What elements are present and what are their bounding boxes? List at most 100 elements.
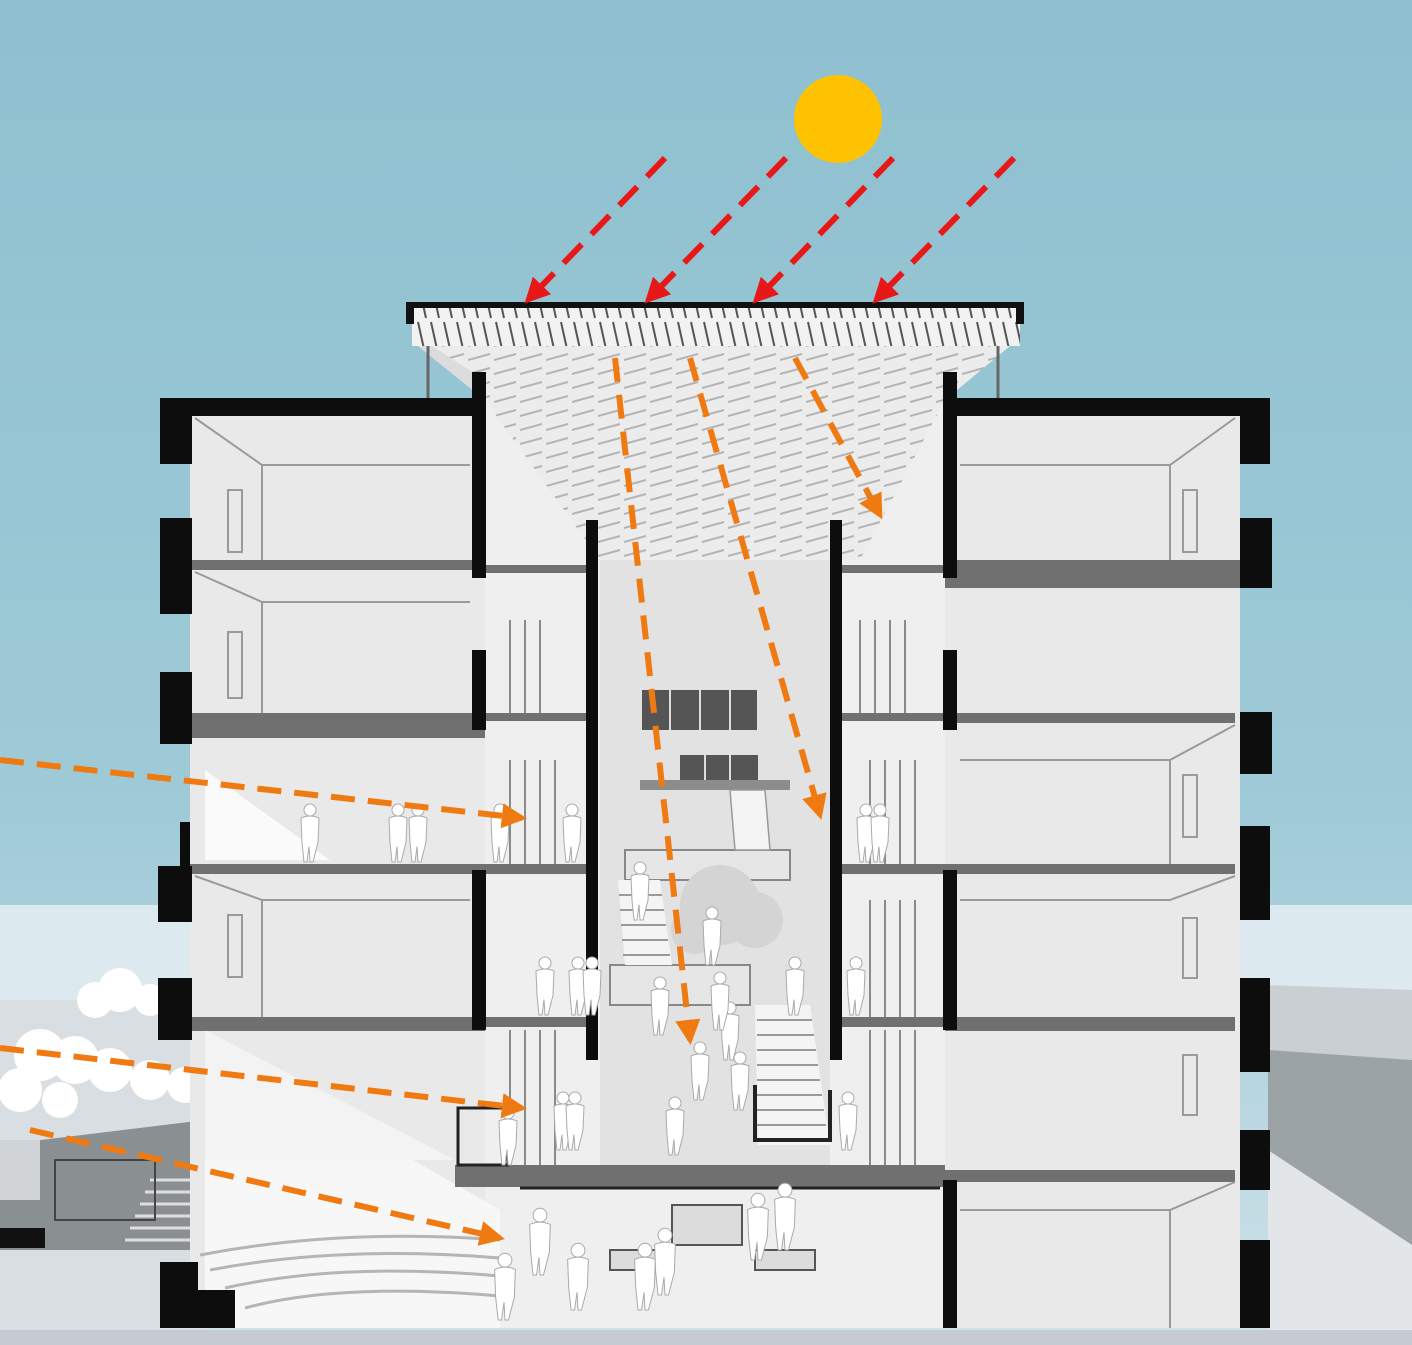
upper-stair-right: [729, 789, 771, 851]
daylight-arrow-roof-3: [792, 356, 883, 520]
atrium-bridge-3: [609, 964, 751, 1006]
slab-left-floor4: [190, 560, 485, 570]
daylight-arrow-roof-2: [687, 357, 827, 820]
window-right-2: [1182, 774, 1198, 838]
person-icon: [846, 956, 866, 1016]
section-cut-walls: [158, 372, 1272, 1328]
ground-light-right: [205, 1030, 455, 1160]
right-wall-seg4: [1240, 978, 1270, 1072]
person-icon: [690, 1041, 710, 1101]
floor2-sunpatch: [205, 770, 330, 860]
atrium-balcony-l3: [485, 713, 595, 721]
person-icon: [650, 976, 670, 1036]
floor2-column-r: [943, 870, 957, 1030]
person-icon: [730, 1051, 750, 1111]
sunlight-arrow-3: [752, 155, 896, 304]
table-3: [671, 1204, 743, 1246]
window-right-1: [1182, 489, 1198, 553]
parapet-right: [1240, 398, 1270, 464]
window-right-4: [1182, 1054, 1198, 1116]
atrium-balcony-r4: [835, 565, 945, 573]
person-icon: [710, 971, 730, 1031]
right-wall-seg3: [1240, 826, 1270, 920]
floor-slabs: [190, 560, 1270, 1187]
daylight-arrow-roof-1: [612, 357, 701, 1046]
people: [300, 803, 890, 1321]
slab-right-floor3: [945, 713, 1235, 723]
atrium-column-right: [943, 372, 957, 578]
person-icon: [702, 906, 722, 966]
table-2: [754, 1249, 816, 1271]
slab-left-floor3: [190, 713, 485, 738]
person-icon: [774, 1182, 796, 1251]
person-icon: [582, 956, 602, 1016]
louver-band: [412, 306, 1020, 346]
person-icon: [565, 1091, 585, 1151]
central-stair-railing: [753, 1085, 832, 1142]
upper-stair: [618, 880, 672, 965]
canopy-underside: [418, 346, 485, 400]
louver-post-left: [406, 302, 414, 324]
person-icon: [300, 803, 320, 863]
ground-right-light: [1268, 1150, 1412, 1345]
floor2-column-l: [472, 870, 486, 1030]
window-right-3: [1182, 917, 1198, 979]
person-icon: [535, 956, 555, 1016]
slab-right-floor1: [945, 1017, 1235, 1031]
right-wall-ground: [1240, 1240, 1270, 1328]
window-left-2: [227, 631, 243, 699]
inner-column-right: [830, 520, 842, 1060]
atrium-balcony-l4: [485, 565, 595, 573]
louver-post-right: [1016, 302, 1024, 324]
left-wall-ground: [160, 1262, 198, 1328]
atrium-balcony-l2: [485, 864, 595, 874]
person-icon: [388, 803, 408, 863]
atrium-column-left: [472, 372, 486, 578]
person-icon: [529, 1207, 551, 1276]
atrium-column-l2: [472, 650, 486, 730]
slab-right-ground: [945, 1170, 1235, 1182]
daylight-arrow-side-1: [0, 757, 528, 829]
slab-left-floor2: [190, 864, 485, 874]
sunlight-arrow-4: [872, 155, 1017, 304]
terrace-wall: [0, 1228, 45, 1248]
atrium-column-r2: [943, 650, 957, 730]
ground-left-wall: [195, 1290, 235, 1328]
sunlight-arrows: [524, 155, 1017, 304]
person-icon: [654, 1227, 676, 1296]
left-wall-seg1: [160, 518, 192, 614]
daylight-arrow-side-3: [29, 1127, 505, 1246]
slab-left-floor1: [190, 1017, 485, 1031]
atrium-bridge-1: [640, 780, 790, 790]
left-wall-seg3: [158, 866, 192, 922]
sun-icon: [794, 75, 882, 163]
right-wall-seg5: [1240, 1130, 1270, 1190]
person-icon: [838, 1091, 858, 1151]
person-icon: [562, 803, 582, 863]
roof-slab-right: [945, 398, 1270, 416]
room-right-floor2-persp: [960, 875, 1236, 901]
atrium-balcony-l1: [485, 1017, 595, 1027]
atrium-balcony-r3: [835, 713, 945, 721]
left-wall-seg4: [158, 978, 192, 1040]
slab-right-floor4: [945, 560, 1270, 588]
atrium-far-window-mullions: [669, 690, 731, 780]
atrium-balcony-r2: [835, 864, 945, 874]
daylight-arrow-side-2: [0, 1045, 528, 1119]
person-icon: [567, 1242, 589, 1311]
central-stair-steps: [757, 1019, 826, 1126]
window-left-1: [227, 489, 243, 553]
parapet-left: [160, 398, 192, 464]
slab-right-floor2: [945, 864, 1235, 874]
ground-column-r: [943, 1180, 957, 1328]
sunlight-arrow-2: [644, 155, 789, 304]
person-icon: [494, 1252, 516, 1321]
inner-column-left: [586, 520, 598, 1060]
window-left-3: [227, 914, 243, 978]
louver-top-rail: [408, 302, 1022, 308]
atrium-ground-slab: [455, 1165, 945, 1187]
base-line: [0, 1330, 1412, 1345]
amphitheater-steps: [199, 1234, 501, 1310]
